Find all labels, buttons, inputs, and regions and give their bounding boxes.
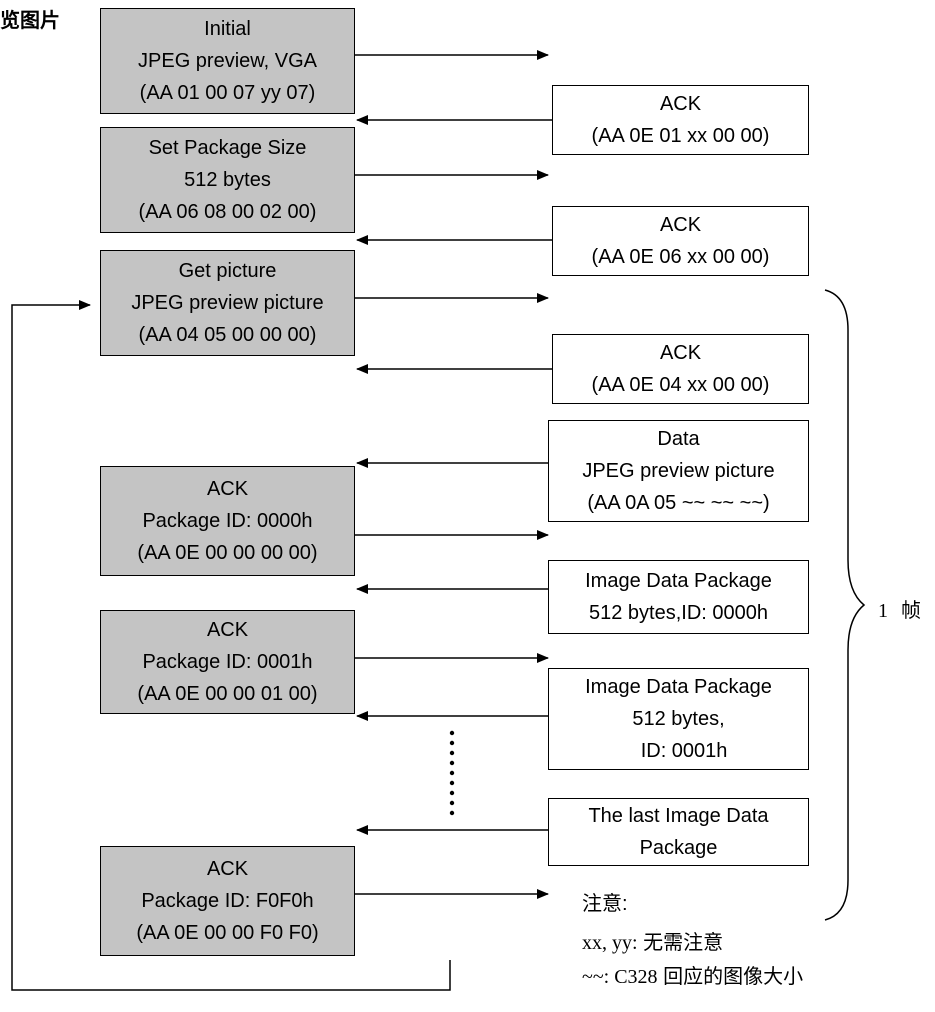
host-box-line: JPEG preview picture	[131, 292, 324, 314]
frame-label: 1 帧	[878, 594, 921, 623]
camera-box-line: ACK	[659, 342, 702, 364]
host-box-line: 512 bytes	[184, 169, 271, 191]
note-heading: 注意:	[582, 893, 628, 915]
camera-box-line: (AA 0E 01 xx 00 00)	[591, 125, 770, 147]
host-box-line: ACK	[206, 478, 249, 500]
page-title: 览图片	[0, 10, 60, 32]
host-box-line: Package ID: 0000h	[142, 510, 313, 532]
camera-box-line: JPEG preview picture	[582, 460, 775, 482]
camera-box-line: ACK	[659, 214, 702, 236]
host-box-line: (AA 0E 00 00 01 00)	[137, 683, 318, 705]
host-box-line: (AA 0E 00 00 F0 F0)	[136, 922, 319, 944]
camera-box-line: (AA 0E 04 xx 00 00)	[591, 374, 770, 396]
camera-box-line: The last Image Data	[588, 805, 769, 827]
frame-brace	[824, 289, 866, 921]
host-box-ack-0000h: ACK Package ID: 0000h (AA 0E 00 00 00 00…	[100, 466, 355, 576]
camera-box-image-data-0001h: Image Data Package 512 bytes, ID: 0001h	[548, 668, 809, 770]
host-box-ack-f0f0h: ACK Package ID: F0F0h (AA 0E 00 00 F0 F0…	[100, 846, 355, 956]
camera-box-line: Image Data Package	[585, 570, 772, 592]
camera-box-line: ID: 0001h	[629, 740, 728, 762]
note-line-1: xx, yy: 无需注意	[582, 929, 723, 957]
host-box-line: (AA 01 00 07 yy 07)	[139, 82, 316, 104]
camera-box-image-data-0000h: Image Data Package 512 bytes,ID: 0000h	[548, 560, 809, 634]
host-box-line: ACK	[206, 619, 249, 641]
host-box-line: JPEG preview, VGA	[138, 50, 317, 72]
host-box-initial: Initial JPEG preview, VGA (AA 01 00 07 y…	[100, 8, 355, 114]
host-box-line: (AA 06 08 00 02 00)	[138, 201, 317, 223]
host-box-ack-0001h: ACK Package ID: 0001h (AA 0E 00 00 01 00…	[100, 610, 355, 714]
camera-box-line: ACK	[659, 93, 702, 115]
camera-box-ack-06: ACK (AA 0E 06 xx 00 00)	[552, 206, 809, 276]
camera-box-line: Package	[639, 837, 718, 859]
host-box-line: (AA 0E 00 00 00 00)	[137, 542, 318, 564]
host-box-line: Set Package Size	[148, 137, 307, 159]
camera-box-line: Image Data Package	[585, 676, 772, 698]
note-line-2-text: 回应的图像大小	[663, 966, 804, 988]
host-box-line: Get picture	[178, 260, 277, 282]
camera-box-last-image-data: The last Image Data Package	[548, 798, 809, 866]
note-line-2-code: ~~: C328	[582, 966, 658, 988]
host-box-line: ACK	[206, 858, 249, 880]
host-box-set-package-size: Set Package Size 512 bytes (AA 06 08 00 …	[100, 127, 355, 233]
camera-box-line: (AA 0A 05 ~~ ~~ ~~)	[587, 492, 770, 514]
camera-box-line: 512 bytes,	[632, 708, 725, 730]
frame-label-number: 1	[878, 600, 888, 622]
camera-box-ack-01: ACK (AA 0E 01 xx 00 00)	[552, 85, 809, 155]
note-line-2: ~~: C328 回应的图像大小	[582, 963, 803, 991]
note-line-1-text: 无需注意	[643, 932, 724, 954]
loop-back-line	[11, 300, 451, 991]
camera-box-ack-04: ACK (AA 0E 04 xx 00 00)	[552, 334, 809, 404]
host-box-line: Package ID: 0001h	[142, 651, 313, 673]
host-box-line: (AA 04 05 00 00 00)	[138, 324, 317, 346]
note-line-1-code: xx, yy:	[582, 932, 638, 954]
camera-box-line: (AA 0E 06 xx 00 00)	[591, 246, 770, 268]
ellipsis-dots	[449, 730, 455, 816]
camera-box-line: Data	[657, 428, 700, 450]
camera-box-data: Data JPEG preview picture (AA 0A 05 ~~ ~…	[548, 420, 809, 522]
host-box-line: Initial	[204, 18, 251, 40]
camera-box-line: 512 bytes,ID: 0000h	[588, 602, 768, 624]
host-box-get-picture: Get picture JPEG preview picture (AA 04 …	[100, 250, 355, 356]
frame-label-unit: 帧	[901, 600, 921, 622]
host-box-line: Package ID: F0F0h	[141, 890, 314, 912]
